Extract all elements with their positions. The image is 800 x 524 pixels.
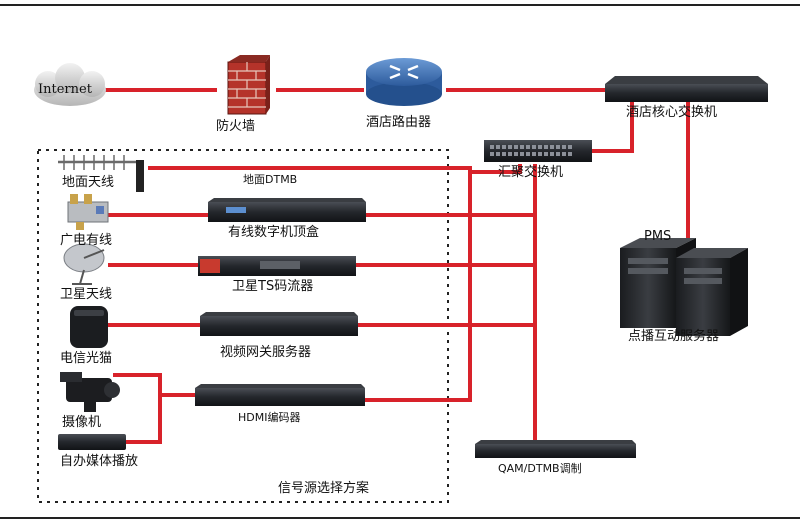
video-camera-icon	[60, 372, 120, 412]
link-core-agg	[590, 102, 634, 153]
rack-unit-icon	[198, 256, 356, 276]
router-label: 酒店路由器	[366, 115, 432, 130]
agg-switch-label: 汇聚交换机	[498, 165, 564, 180]
yagi-antenna-icon	[58, 155, 144, 192]
network-switch-icon	[484, 140, 592, 162]
cable-splitter-icon	[67, 194, 109, 230]
internet-label: Internet	[38, 82, 92, 97]
rack-unit-icon	[475, 440, 636, 458]
bottom-border	[0, 517, 800, 519]
brick-wall-icon	[227, 55, 270, 115]
cloud-icon	[34, 63, 106, 106]
qam-mod-label: QAM/DTMB调制	[498, 462, 582, 475]
satellite-dish-icon	[63, 243, 105, 285]
rack-unit-icon	[208, 198, 366, 222]
video-gateway-label: 视频网关服务器	[220, 345, 312, 360]
signal-group-label: 信号源选择方案	[278, 481, 370, 496]
link-lines	[101, 88, 690, 444]
network-switch-icon	[605, 76, 768, 102]
vod-server-label: 点播互动服务器	[628, 329, 720, 344]
camera-label: 摄像机	[62, 415, 102, 430]
satellite-ts-label: 卫星TS码流器	[232, 279, 314, 294]
telecom-modem-label: 电信光猫	[60, 351, 113, 366]
self-media-label: 自办媒体播放	[60, 454, 139, 469]
modem-icon	[70, 306, 108, 348]
firewall-label: 防火墙	[216, 119, 256, 134]
rack-unit-icon	[200, 312, 358, 336]
link-media-encoder	[123, 393, 162, 444]
cable-label: 广电有线	[60, 233, 113, 248]
satellite-label: 卫星天线	[60, 287, 113, 302]
cable-stb-label: 有线数字机顶盒	[228, 225, 320, 240]
link-agg-terrestrial	[468, 164, 522, 174]
hdmi-encoder-label: HDMI编码器	[238, 411, 301, 424]
rack-unit-icon	[195, 384, 365, 406]
link-camera-encoder	[113, 373, 197, 397]
pms-label: PMS	[644, 229, 672, 244]
link-terrestrial-trunk	[363, 170, 472, 402]
router-icon	[366, 58, 442, 106]
terrestrial-link-label: 地面DTMB	[243, 173, 298, 186]
core-switch-label: 酒店核心交换机	[626, 105, 718, 120]
top-border	[0, 4, 800, 6]
tower-server-icon	[676, 248, 748, 336]
media-player-icon	[58, 434, 126, 450]
terrestrial-antenna-label: 地面天线	[62, 175, 115, 190]
